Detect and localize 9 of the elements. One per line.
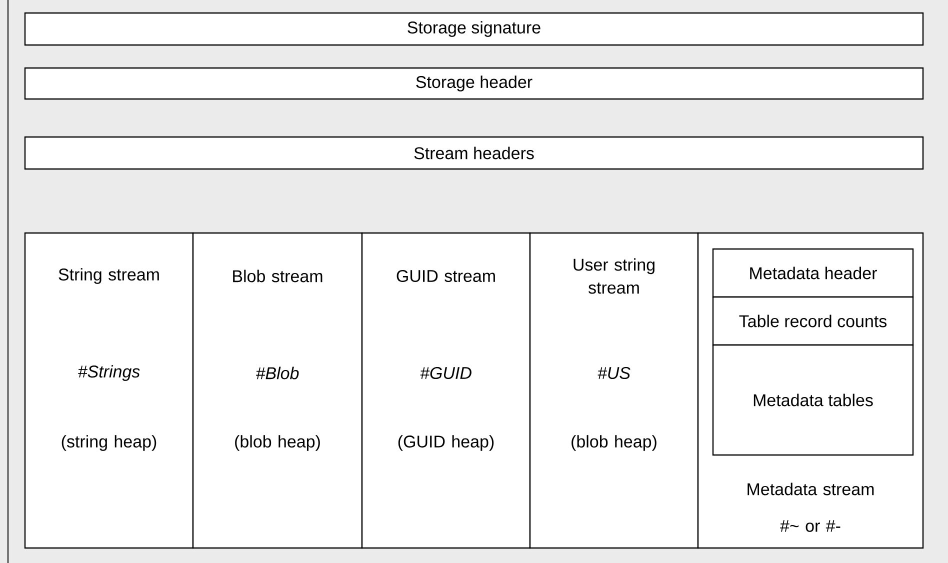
stream-column: String stream #Strings (string heap) (24, 232, 194, 549)
header-bar: Stream headers (24, 136, 924, 170)
header-bar: Storage header (24, 67, 924, 100)
header-bar: Storage signature (24, 12, 924, 46)
table-box: Table record counts (712, 296, 914, 346)
stream-column: GUID stream #GUID (GUID heap) (361, 232, 531, 549)
stream-column: Blob stream #Blob (blob heap) (192, 232, 363, 549)
table-box: Metadata header (712, 248, 914, 298)
stream-column: User string stream #US (blob heap) (529, 232, 699, 549)
